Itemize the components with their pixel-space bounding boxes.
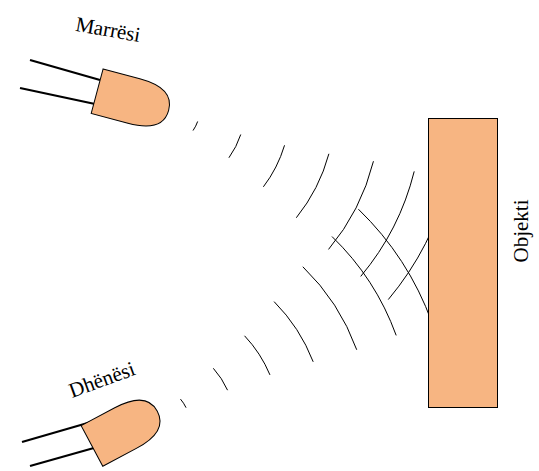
object-label: Objekti [509, 200, 534, 263]
wave-arc [296, 154, 329, 218]
wave-arc [245, 336, 270, 375]
sensor: Dhënësi [72, 390, 172, 470]
sensor: Marrësi [80, 60, 180, 140]
wave-arc [332, 237, 396, 336]
sensor-label: Marrësi [74, 12, 143, 48]
wave-arc [213, 368, 227, 390]
sensor-label: Dhënësi [65, 356, 138, 403]
wave-arc [193, 121, 198, 130]
wave-arc [180, 399, 186, 408]
wave-arcs [180, 121, 449, 407]
wave-arc [329, 161, 374, 249]
sensor-body [72, 390, 172, 470]
wave-arc [274, 302, 313, 362]
sensor-body [80, 60, 180, 140]
wave-arc [263, 145, 284, 187]
sensor-shape [81, 391, 168, 466]
wave-arc [303, 267, 357, 350]
wave-arc [361, 171, 415, 276]
object-block: Objekti [428, 118, 498, 408]
sensor-leads [20, 60, 108, 466]
wave-arc [229, 135, 241, 158]
sensor-shape [91, 69, 174, 133]
